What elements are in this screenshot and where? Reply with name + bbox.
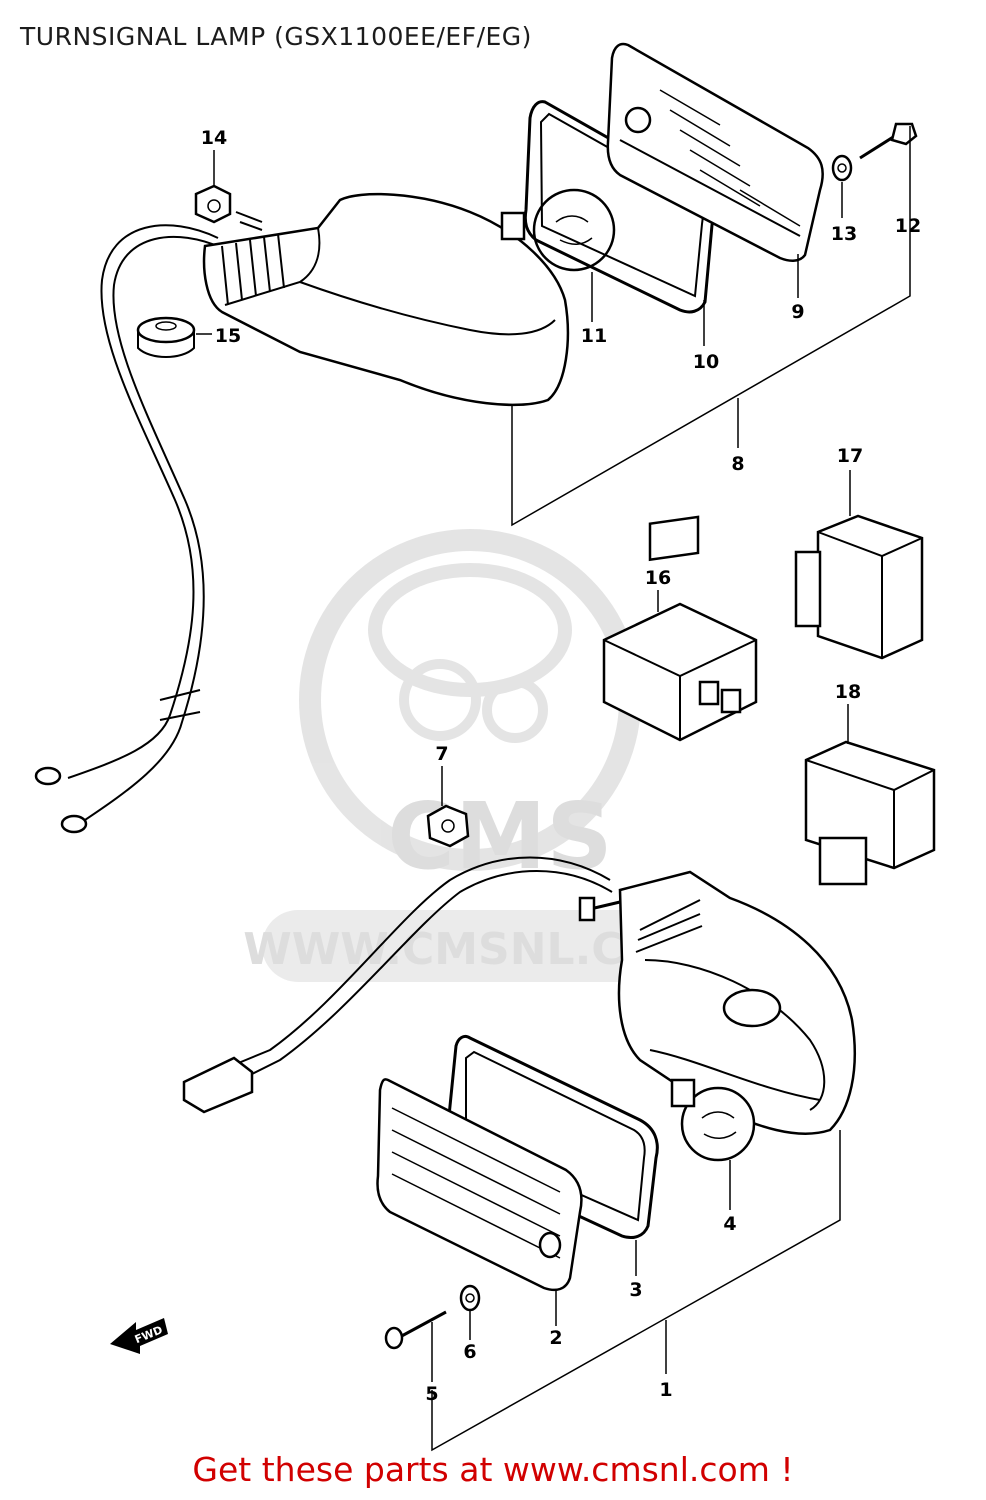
callout-5: 5 [425, 1383, 438, 1405]
callout-2: 2 [549, 1327, 562, 1349]
lower-mount-nut [426, 804, 470, 848]
cms-watermark: CMS WWW.CMSNL.COM [243, 529, 705, 982]
relay-18 [804, 740, 936, 886]
upper-lens [606, 42, 824, 262]
lower-wire-harness [235, 856, 611, 1065]
callout-16: 16 [645, 567, 671, 589]
lower-lamp-assembly [182, 856, 856, 1350]
upper-mount-nut [194, 184, 263, 231]
callout-8: 8 [731, 453, 744, 475]
lower-bulb [670, 1078, 756, 1162]
callout-1: 1 [659, 1379, 672, 1401]
callout-4: 4 [723, 1213, 736, 1235]
forward-arrow-label: FWD [133, 1323, 165, 1346]
lower-lens [376, 1078, 583, 1292]
callout-7: 7 [435, 743, 448, 765]
upper-wire-terminal-1 [34, 766, 62, 786]
upper-lens-screw [859, 122, 918, 160]
relay-17 [794, 514, 924, 660]
callout-14: 14 [201, 127, 227, 149]
callout-3: 3 [629, 1279, 642, 1301]
lower-lens-screw [384, 1310, 447, 1350]
upper-lamp-assembly [34, 42, 918, 834]
footer-link-text[interactable]: Get these parts at www.cmsnl.com ! [192, 1450, 794, 1489]
callout-13: 13 [831, 223, 857, 245]
forward-arrow-icon: FWD [110, 1318, 168, 1354]
callout-12: 12 [895, 215, 921, 237]
callout-9: 9 [791, 301, 804, 323]
callout-17: 17 [837, 445, 863, 467]
callout-10: 10 [693, 351, 719, 373]
callout-15: 15 [215, 325, 241, 347]
lower-wire-connector [182, 1056, 254, 1114]
upper-wire-harness [67, 224, 219, 779]
callout-leaders [196, 126, 911, 1452]
upper-grommet [136, 316, 196, 358]
upper-lamp-housing [202, 192, 570, 407]
callout-6: 6 [463, 1341, 476, 1363]
watermark-logo-text: CMS [387, 783, 612, 890]
diagram-title: TURNSIGNAL LAMP (GSX1100EE/EF/EG) [20, 22, 532, 51]
callout-labels: 1 2 3 4 5 6 7 8 9 10 11 12 13 14 15 16 1… [201, 127, 921, 1405]
upper-wire-terminal-2 [60, 814, 88, 834]
flasher-relay [602, 515, 758, 742]
callout-18: 18 [835, 681, 861, 703]
lower-lens-gasket [445, 1034, 659, 1240]
upper-wire-harness-2 [81, 235, 223, 823]
callout-11: 11 [581, 325, 607, 347]
